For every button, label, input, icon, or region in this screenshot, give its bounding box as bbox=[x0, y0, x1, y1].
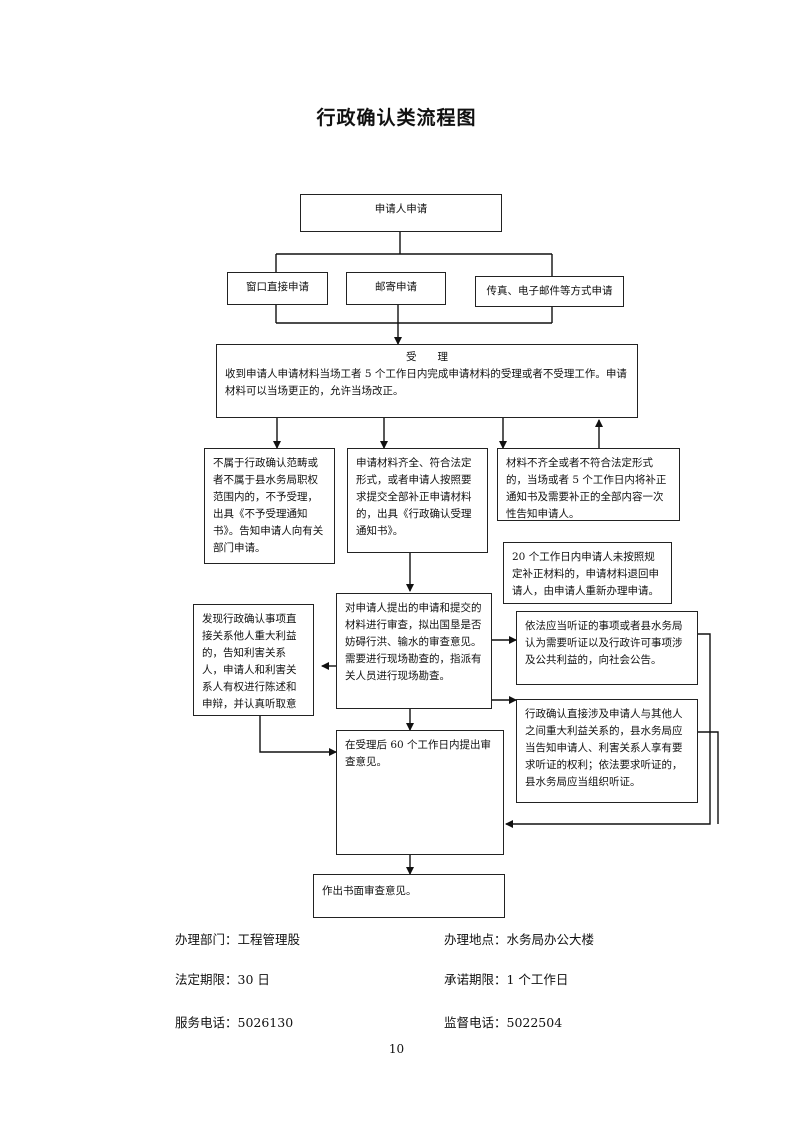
arrow-third-party-to-deadline bbox=[259, 716, 337, 756]
reject-text: 不属于行政确认范畴或者不属于县水务局职权范围内的，不予受理，出具《不予受理通知书… bbox=[213, 457, 324, 554]
page-title: 行政确认类流程图 bbox=[316, 107, 477, 129]
fax-apply-box: 传真、电子邮件等方式申请 bbox=[475, 276, 624, 307]
window-apply-box: 窗口直接申请 bbox=[227, 272, 328, 305]
review-box: 对申请人提出的申请和提交的材料进行审查，拟出国垦是否妨碍行洪、输水的审查意见。需… bbox=[336, 593, 492, 709]
deadline-box: 在受理后 60 个工作日内提出审查意见。 bbox=[336, 730, 504, 855]
fax-apply-label: 传真、电子邮件等方式申请 bbox=[486, 285, 613, 297]
opinion-box: 作出书面审查意见。 bbox=[313, 874, 505, 918]
mail-apply-box: 邮寄申请 bbox=[346, 272, 446, 305]
place-info: 办理地点：水务局办公大楼 bbox=[444, 932, 595, 947]
promise-limit-info: 承诺期限：1 个工作日 bbox=[444, 972, 569, 987]
loop-party-hearing bbox=[698, 731, 719, 824]
legal-limit-info: 法定期限：30 日 bbox=[175, 972, 270, 987]
third-party-text: 发现行政确认事项直接关系他人重大利益的，告知利害关系人，申请人和利害关系人有权进… bbox=[202, 613, 297, 710]
loop-public-hearing bbox=[505, 633, 711, 828]
timeout-box: 20 个工作日内申请人未按照规定补正材料的，申请材料退回申请人，由申请人重新办理… bbox=[503, 542, 672, 604]
opinion-text: 作出书面审查意见。 bbox=[322, 885, 417, 897]
accept-box: 受 理 收到申请人申请材料当场工者 5 个工作日内完成申请材料的受理或者不受理工… bbox=[216, 344, 638, 418]
applicant-box: 申请人申请 bbox=[300, 194, 502, 232]
dept-info: 办理部门：工程管理股 bbox=[175, 932, 301, 947]
page-number: 10 bbox=[388, 1042, 405, 1056]
applicant-label: 申请人申请 bbox=[374, 203, 428, 215]
incomplete-box: 材料不齐全或者不符合法定形式的，当场或者 5 个工作日内将补正通知书及需要补正的… bbox=[497, 448, 680, 521]
public-hearing-box: 依法应当听证的事项或者县水务局认为需要听证以及行政许可事项涉及公共利益的，向社会… bbox=[516, 611, 698, 685]
third-party-box: 发现行政确认事项直接关系他人重大利益的，告知利害关系人，申请人和利害关系人有权进… bbox=[193, 604, 314, 716]
deadline-text: 在受理后 60 个工作日内提出审查意见。 bbox=[345, 739, 492, 768]
complete-text: 申请材料齐全、符合法定形式，或者申请人按照要求提交全部补正申请材料的，出具《行政… bbox=[356, 457, 472, 537]
incomplete-text: 材料不齐全或者不符合法定形式的，当场或者 5 个工作日内将补正通知书及需要补正的… bbox=[506, 457, 667, 520]
accept-body: 收到申请人申请材料当场工者 5 个工作日内完成申请材料的受理或者不受理工作。申请… bbox=[225, 368, 627, 397]
mail-apply-label: 邮寄申请 bbox=[375, 281, 417, 293]
party-hearing-box: 行政确认直接涉及申请人与其他人之间重大利益关系的，县水务局应当告知申请人、利害关… bbox=[516, 699, 698, 803]
complete-box: 申请材料齐全、符合法定形式，或者申请人按照要求提交全部补正申请材料的，出具《行政… bbox=[347, 448, 488, 553]
timeout-text: 20 个工作日内申请人未按照规定补正材料的，申请材料退回申请人，由申请人重新办理… bbox=[512, 551, 659, 597]
accept-heading: 受 理 bbox=[406, 351, 448, 363]
public-hearing-text: 依法应当听证的事项或者县水务局认为需要听证以及行政许可事项涉及公共利益的，向社会… bbox=[525, 620, 683, 666]
supervise-phone-info: 监督电话：5022504 bbox=[444, 1015, 563, 1030]
window-apply-label: 窗口直接申请 bbox=[246, 281, 309, 293]
service-phone-info: 服务电话：5026130 bbox=[175, 1015, 294, 1030]
reject-box: 不属于行政确认范畴或者不属于县水务局职权范围内的，不予受理，出具《不予受理通知书… bbox=[204, 448, 335, 564]
review-text: 对申请人提出的申请和提交的材料进行审查，拟出国垦是否妨碍行洪、输水的审查意见。需… bbox=[345, 602, 482, 682]
party-hearing-text: 行政确认直接涉及申请人与其他人之间重大利益关系的，县水务局应当告知申请人、利害关… bbox=[525, 708, 683, 788]
